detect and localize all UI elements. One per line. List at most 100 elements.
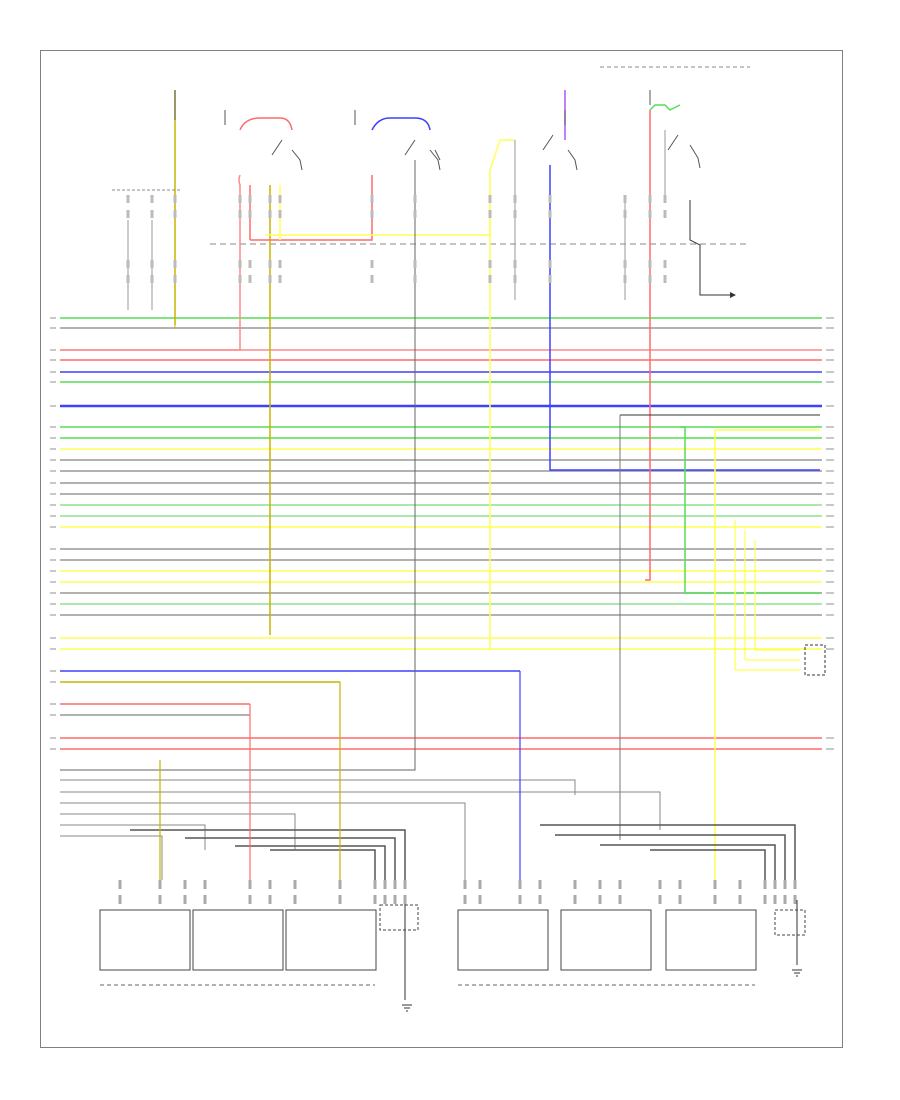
coil-connector-pin	[773, 880, 777, 889]
coil-connector-pin	[678, 880, 682, 889]
coil-connector-pin	[203, 895, 207, 904]
connector-pin	[513, 260, 517, 268]
coil-connector-pin	[738, 880, 742, 889]
coil-connector-pin	[248, 895, 252, 904]
coil-connector-pin	[713, 880, 717, 889]
connector-pin	[548, 275, 552, 283]
connector-pin	[238, 260, 242, 268]
coil-connector-pin	[573, 895, 577, 904]
connector-pin	[623, 275, 627, 283]
coil-connector-pin	[713, 895, 717, 904]
connector-pin	[513, 275, 517, 283]
connector-pin	[173, 260, 177, 268]
coil-connector-pin	[183, 895, 187, 904]
connector-pin	[548, 210, 552, 218]
connector-pin	[238, 210, 242, 218]
connector-pin	[150, 275, 154, 283]
connector-pin	[623, 210, 627, 218]
coil-connector-pin	[518, 895, 522, 904]
connector-pin	[488, 275, 492, 283]
connector-pin	[126, 195, 130, 203]
coil-connector-pin	[463, 895, 467, 904]
connector-pin	[623, 195, 627, 203]
relay-boxes	[224, 90, 701, 171]
coil-connector-pin	[478, 880, 482, 889]
coil-connector-pin	[383, 880, 387, 889]
coil-connector-pin	[783, 895, 787, 904]
coil-connector-pin	[538, 895, 542, 904]
connector-pin	[238, 275, 242, 283]
coil-connector-pin	[338, 880, 342, 889]
connector-pin	[268, 195, 272, 203]
connector-pin	[648, 260, 652, 268]
connector-pin	[126, 275, 130, 283]
relay-section-1	[112, 90, 180, 328]
ignition-coil-boxes	[99, 904, 806, 986]
connector-pin	[278, 260, 282, 268]
coil-connector-pin	[598, 880, 602, 889]
coil-connector-pin	[763, 895, 767, 904]
side-connector-right	[734, 520, 826, 676]
connector-pin	[278, 275, 282, 283]
connector-pin	[370, 260, 374, 268]
coil-connector-pin	[738, 895, 742, 904]
connector-pin	[126, 260, 130, 268]
coil-connector-pin	[783, 880, 787, 889]
connector-pin	[663, 260, 667, 268]
connector-pin	[268, 260, 272, 268]
coil-connector-pin	[118, 880, 122, 889]
connector-pin	[150, 210, 154, 218]
connector-pin	[238, 195, 242, 203]
ground-icon	[792, 969, 802, 977]
connector-pin	[663, 210, 667, 218]
connector-pin	[488, 210, 492, 218]
coil-connector-pin	[393, 895, 397, 904]
connector-pin	[370, 210, 374, 218]
connector-pin	[648, 195, 652, 203]
coil-connector-pin	[658, 895, 662, 904]
harness-buses	[50, 317, 834, 750]
connector-pin	[488, 195, 492, 203]
coil-connector-pin	[373, 880, 377, 889]
connector-pin	[548, 260, 552, 268]
connector-pin	[248, 275, 252, 283]
connector-pin	[413, 195, 417, 203]
coil-harness	[60, 671, 798, 1000]
coil-connector-pin	[338, 895, 342, 904]
connector-pin	[413, 260, 417, 268]
connector-pin	[150, 195, 154, 203]
coil-connector-pin	[463, 880, 467, 889]
connector-pin	[648, 275, 652, 283]
connector-pin	[663, 275, 667, 283]
coil-connector-pin	[618, 895, 622, 904]
connector-pin	[268, 210, 272, 218]
coil-connector-pin	[203, 880, 207, 889]
relay-section-4	[549, 90, 820, 471]
coil-connector-pin	[158, 880, 162, 889]
coil-connector-pin	[518, 880, 522, 889]
coil-connector-pin	[773, 895, 777, 904]
connector-pin	[413, 275, 417, 283]
coil-connector-pin	[158, 895, 162, 904]
coil-connector-pin	[538, 880, 542, 889]
connector-pin	[248, 195, 252, 203]
coil-connector-pin	[793, 895, 797, 904]
coil-connector-pin	[763, 880, 767, 889]
connector-pin	[413, 210, 417, 218]
coil-connector-pin	[393, 880, 397, 889]
coil-connector-pin	[403, 895, 407, 904]
coil-connector-pin	[793, 880, 797, 889]
coil-connector-pin	[268, 880, 272, 889]
coil-connector-pin	[183, 880, 187, 889]
coil-connector-pin	[478, 895, 482, 904]
connector-pin	[623, 260, 627, 268]
coil-connector-pin	[598, 895, 602, 904]
connector-pin	[370, 275, 374, 283]
coil-connector-pin	[293, 895, 297, 904]
connector-pin	[663, 195, 667, 203]
connector-pin	[150, 260, 154, 268]
connector-pin	[173, 275, 177, 283]
connector-pin	[513, 195, 517, 203]
